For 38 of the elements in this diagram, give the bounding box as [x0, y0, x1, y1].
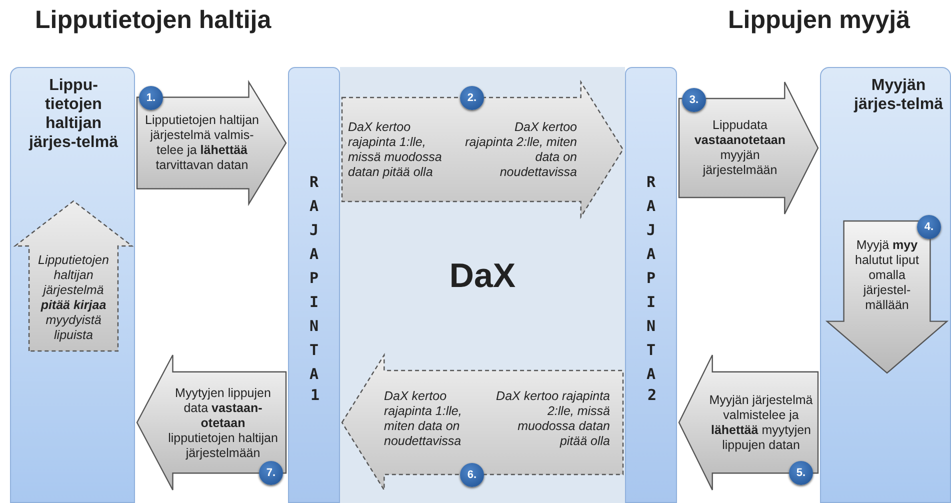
process-arrow — [679, 355, 818, 490]
arrow-text: Lipputietojen haltijan järjestelmä pitää kirjaa myydyistä lipuista — [37, 253, 110, 343]
arrow-text: Lipputietojen haltijan järjestelmä valmis-telee ja lähettää tarvittavan datan — [144, 113, 260, 173]
step-badge: 7. — [259, 461, 283, 485]
process-arrow — [137, 82, 286, 204]
platform-area — [340, 67, 625, 503]
process-arrow — [137, 355, 286, 490]
arrow-text: DaX kertoo rajapinta 1:lle, missä muodossa datan pitää olla — [348, 120, 443, 180]
side-heading: Lippujen myyjä — [728, 6, 910, 35]
arrow-text: Lippudata vastaanotetaan myyjän järjestelmään — [693, 118, 786, 178]
interface-number: 2 — [646, 386, 658, 404]
column-title: Myyjän järjes-telmä — [852, 76, 944, 114]
step-badge: 3. — [682, 88, 706, 112]
platform-title: DaX — [448, 257, 517, 296]
system-column — [10, 67, 135, 503]
arrow-text: DaX kertoo rajapinta 2:lle, missä muodossa datan pitää olla — [495, 389, 610, 449]
step-badge: 2. — [460, 86, 484, 110]
side-heading: Lipputietojen haltija — [35, 6, 272, 35]
interface-column — [625, 67, 677, 503]
system-column — [820, 67, 951, 503]
process-arrow — [342, 82, 623, 217]
interface-number: 1 — [309, 386, 321, 404]
step-badge: 5. — [789, 461, 813, 485]
process-arrow — [679, 82, 818, 214]
process-arrow — [15, 201, 132, 351]
step-badge: 6. — [460, 463, 484, 487]
interface-label: RAJAPINTA — [308, 172, 320, 385]
arrow-text: DaX kertoo rajapinta 1:lle, miten data on noudettavissa — [384, 389, 463, 449]
arrow-text: Myyjän järjestelmä valmistelee ja lähettää myytyjen lippujen datan — [709, 393, 813, 453]
step-badge: 4. — [917, 215, 941, 239]
step-badge: 1. — [139, 86, 163, 110]
arrow-text: DaX kertoo rajapinta 2:lle, miten data on noudettavissa — [464, 120, 577, 180]
interface-column — [288, 67, 340, 503]
column-title: Lippu-tietojen haltijan järjes-telmä — [28, 76, 119, 152]
process-arrow — [342, 355, 623, 490]
arrow-text: Myytyjen lippujen data vastaan-otetaan lipputietojen haltijan järjestelmään — [167, 386, 279, 460]
arrow-text: Myyjä myy halutut liput omalla järjestel-mällään — [854, 238, 920, 312]
interface-label: RAJAPINTA — [645, 172, 657, 385]
